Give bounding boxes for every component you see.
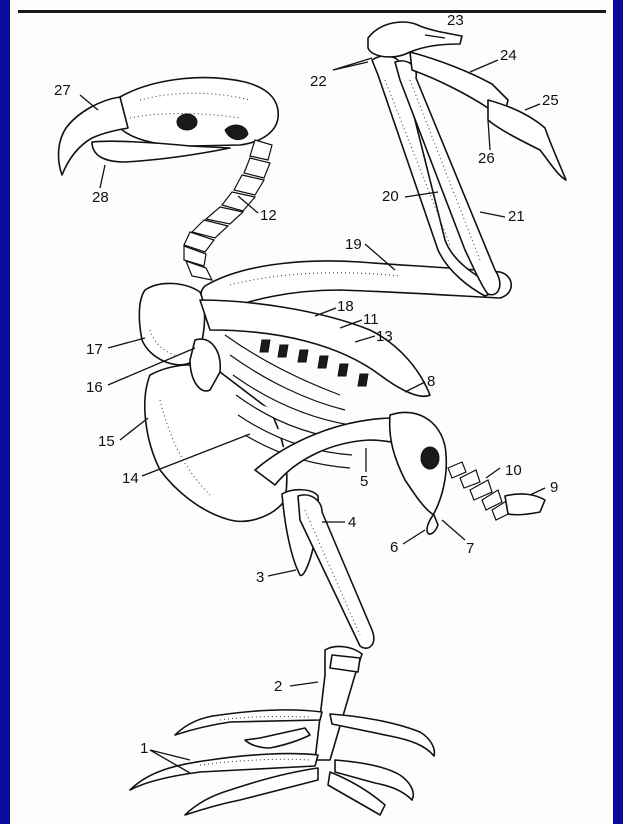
label-11: 11 [363,311,379,328]
label-22: 22 [310,73,327,90]
label-4: 4 [348,514,356,531]
eye-orbit [177,114,197,130]
cervical-vertebrae [184,140,272,280]
label-25: 25 [542,92,559,109]
label-17: 17 [86,341,103,358]
label-5: 5 [360,473,368,490]
label-2: 2 [274,678,282,695]
label-16: 16 [86,379,103,396]
label-15: 15 [98,433,115,450]
digit [488,100,566,180]
label-28: 28 [92,189,109,206]
label-13: 13 [376,328,393,345]
vertebral-column [200,300,430,396]
label-10: 10 [505,462,522,479]
label-9: 9 [550,479,558,496]
label-20: 20 [382,188,399,205]
feet [130,710,434,815]
skull [59,78,279,175]
upper-beak [59,97,128,175]
label-23: 23 [447,12,464,29]
label-8: 8 [427,373,435,390]
acetabulum [421,447,439,469]
label-6: 6 [390,539,398,556]
tibiotarsus [298,495,374,648]
label-27: 27 [54,82,71,99]
label-21: 21 [508,208,525,225]
label-18: 18 [337,298,354,315]
ischium [390,412,447,534]
label-19: 19 [345,236,362,253]
label-14: 14 [122,470,139,487]
label-24: 24 [500,47,517,64]
pygostyle [505,494,545,515]
label-12: 12 [260,207,277,224]
label-26: 26 [478,150,495,167]
label-1: 1 [140,740,148,757]
label-3: 3 [256,569,264,586]
label-7: 7 [466,540,474,557]
